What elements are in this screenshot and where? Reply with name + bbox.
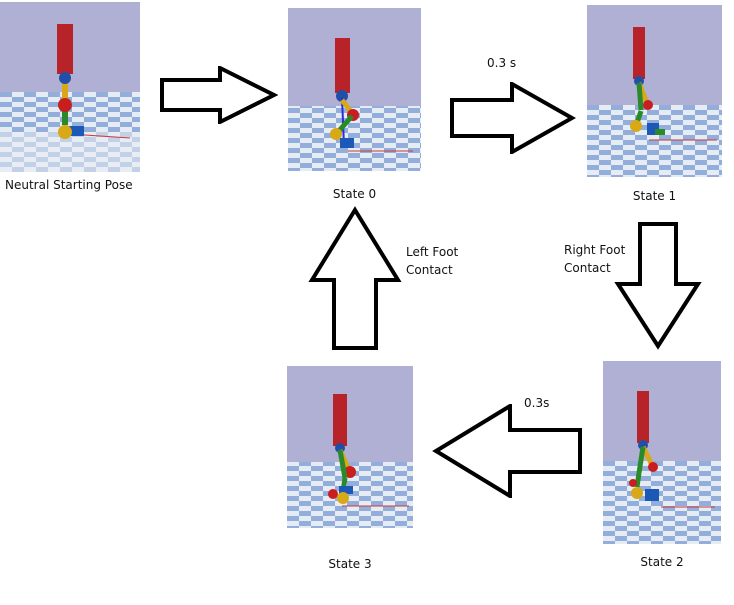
state0-image xyxy=(288,8,421,171)
transition-label-s3-s0-line1: Left Foot xyxy=(406,245,459,259)
arrow-right-to-state1 xyxy=(450,82,576,154)
state0-caption: State 0 xyxy=(332,187,377,201)
neutral-pose-image xyxy=(0,2,140,172)
state1-caption: State 1 xyxy=(632,189,677,203)
state1-image xyxy=(587,5,722,177)
arrow-up-to-state0 xyxy=(308,206,402,350)
neutral-pose-caption: Neutral Starting Pose xyxy=(5,178,133,192)
transition-label-s0-s1: 0.3 s xyxy=(487,56,517,70)
state2-caption: State 2 xyxy=(640,555,684,569)
transition-label-s2-s3: 0.3s xyxy=(524,396,550,410)
transition-label-s3-s0-line2: Contact xyxy=(406,263,453,277)
transition-label-s1-s2-line2: Contact xyxy=(564,261,611,275)
transition-label-s1-s2-line1: Right Foot xyxy=(564,243,626,257)
state3-caption: State 3 xyxy=(328,557,372,571)
arrow-left-to-state3 xyxy=(432,404,582,498)
state2-image xyxy=(603,361,721,544)
state3-image xyxy=(287,366,413,528)
arrow-right-to-state0 xyxy=(160,66,278,124)
arrow-down-to-state2 xyxy=(614,222,702,350)
